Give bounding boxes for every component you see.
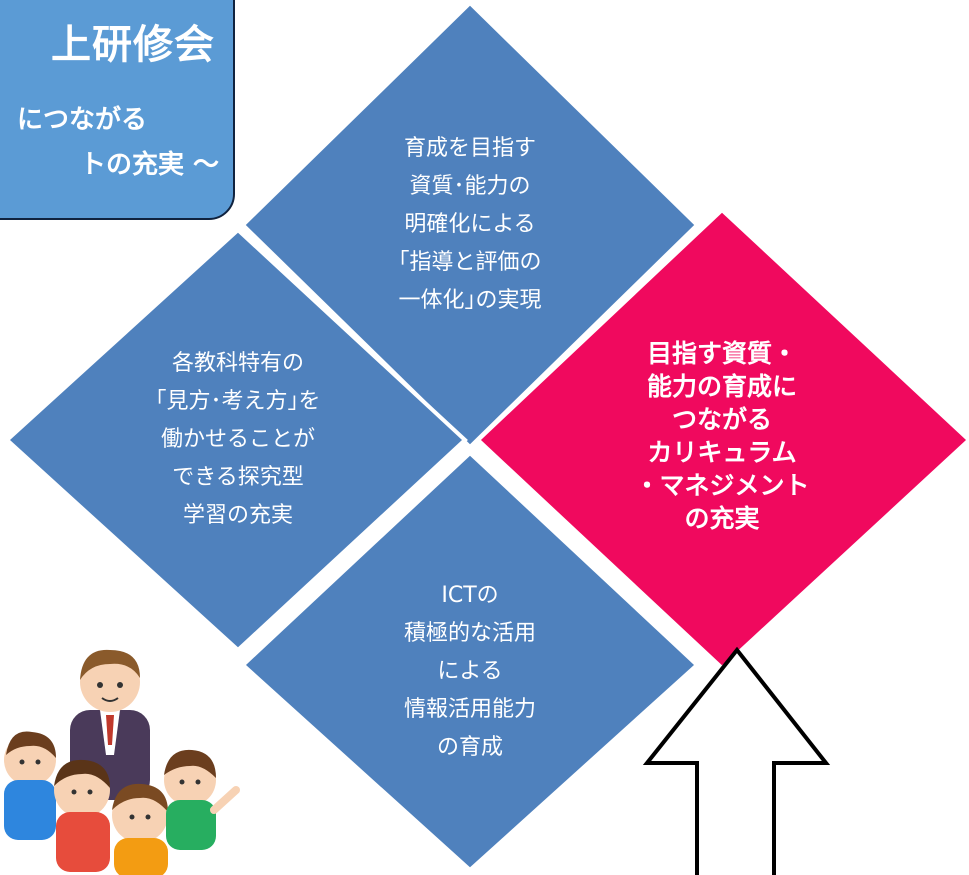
text-line: 目指す資質・ — [646, 339, 797, 368]
up-arrow-icon — [642, 646, 831, 875]
diamond-top — [240, 0, 700, 450]
text-line: 働かせることが — [160, 427, 315, 452]
title-box: 上研修会 につながる トの充実 ～ — [0, 0, 235, 220]
text-line: 能力の育成に — [646, 372, 797, 401]
title-main: 上研修会 — [51, 22, 215, 68]
text-line: の育成 — [436, 735, 503, 760]
text-line: 各教科特有の — [171, 351, 304, 376]
text-line: ・マネジメント — [634, 471, 810, 500]
text-line: 育成を目指す — [403, 136, 536, 161]
diamond-left — [4, 227, 468, 653]
text-line: の充実 — [684, 504, 760, 533]
text-line: つながる — [671, 405, 772, 434]
diamond-right-label: 目指す資質・ 能力の育成に つながる カリキュラム ・マネジメント の充実 — [612, 337, 832, 535]
diamond-left-label: 各教科特有の ｢見方･考え方｣を 働かせることが できる探究型 学習の充実 — [128, 345, 348, 535]
title-subtitle-line2: トの充実 ～ — [79, 150, 219, 180]
text-line: ｢指導と評価の — [398, 250, 542, 275]
text-line: 明確化による — [404, 212, 536, 237]
text-line: カリキュラム — [647, 438, 797, 467]
text-line: できる探究型 — [172, 465, 304, 490]
title-subtitle-line1: につながる — [16, 105, 147, 135]
diamond-bottom-label: ICTの 積極的な活用 による 情報活用能力 の育成 — [370, 577, 570, 767]
teacher-and-children-illustration — [4, 649, 240, 875]
text-line: 資質･能力の — [409, 174, 531, 199]
text-line: 学習の充実 — [182, 503, 293, 528]
text-line: による — [437, 659, 503, 684]
text-line: ICTの — [441, 583, 499, 608]
text-line: 情報活用能力 — [403, 697, 536, 722]
text-line: ｢見方･考え方｣を — [155, 389, 321, 414]
text-line: 一体化｣の実現 — [398, 288, 542, 313]
diamond-bottom — [240, 450, 700, 873]
diamond-top-label: 育成を目指す 資質･能力の 明確化による ｢指導と評価の 一体化｣の実現 — [370, 130, 570, 320]
text-line: 積極的な活用 — [403, 621, 536, 646]
